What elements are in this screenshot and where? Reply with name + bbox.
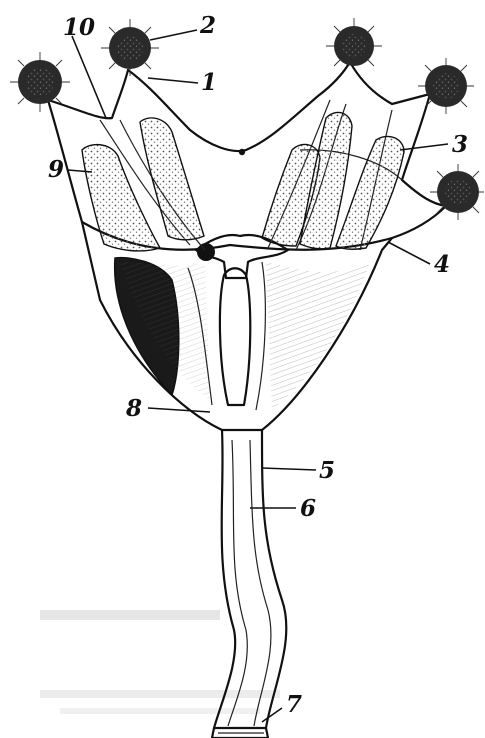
show-through-text	[40, 610, 280, 714]
label-7: 7	[286, 691, 302, 718]
label-6: 6	[300, 495, 316, 522]
knob-4	[418, 58, 474, 114]
knob-5	[430, 164, 484, 220]
label-5: 5	[319, 457, 335, 484]
label-2: 2	[199, 12, 216, 39]
label-10: 10	[63, 14, 95, 41]
label-8: 8	[125, 395, 142, 422]
elongated-organs	[82, 112, 404, 251]
knob-3	[326, 18, 382, 66]
knob-2	[101, 19, 159, 76]
label-1: 1	[201, 69, 217, 96]
label-9: 9	[48, 156, 64, 183]
knob-1	[10, 52, 70, 112]
label-3: 3	[452, 131, 468, 158]
label-4: 4	[434, 251, 450, 278]
